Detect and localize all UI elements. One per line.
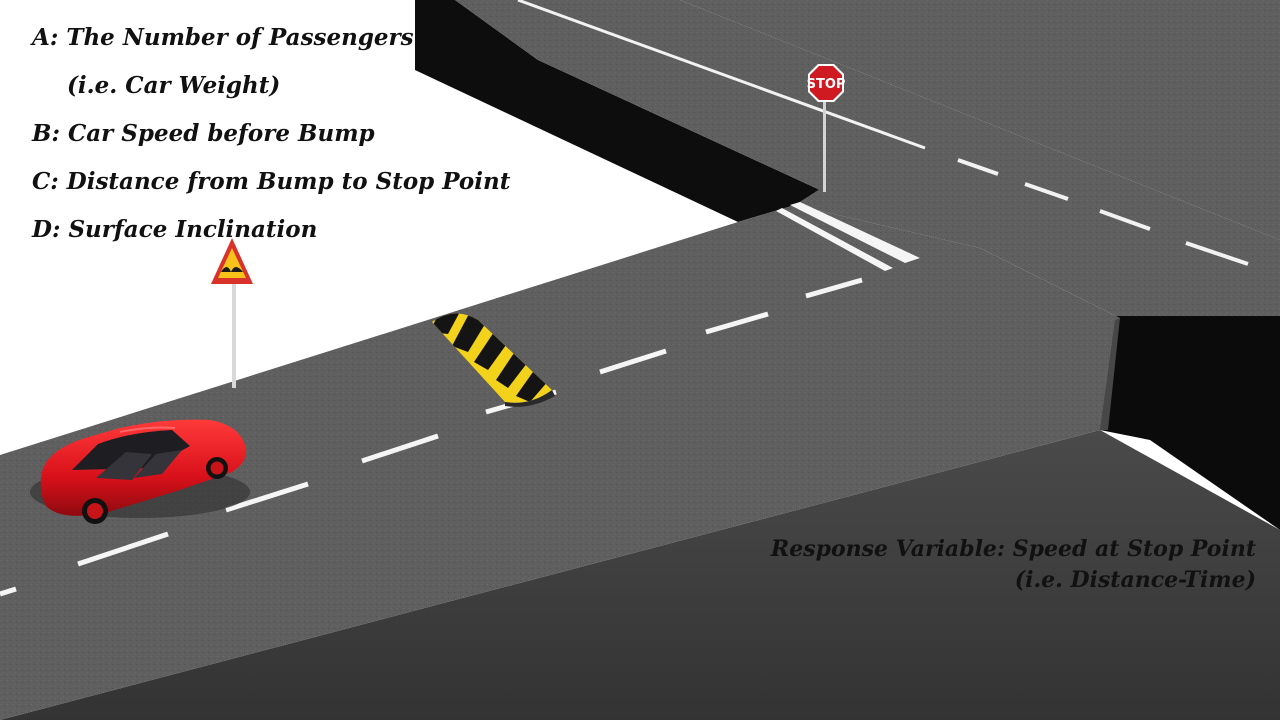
main-road-front-face [0, 430, 1280, 720]
main-road-surface [0, 205, 1120, 720]
factor-a-detail: (i.e. Car Weight) [67, 72, 281, 99]
right-road-surface [680, 0, 1280, 240]
top-road-dashed-line [957, 158, 1249, 266]
red-car-icon [30, 419, 250, 524]
top-road-solid-line [517, 0, 926, 150]
stop-line-markings [776, 202, 920, 271]
main-road-dashed-line [0, 277, 863, 597]
response-variable: Response Variable: Speed at Stop Point (… [771, 534, 1256, 596]
stop-sign-icon: STOP [807, 64, 846, 192]
top-road-side-walls [415, 0, 840, 222]
factor-list: A: The Number of Passengers (i.e. Car We… [32, 14, 510, 254]
right-road-side-wall [1100, 316, 1280, 530]
main-road-edge [1100, 318, 1120, 430]
factor-a-label: A: The Number of Passengers [32, 24, 414, 51]
factor-c-label: C: Distance from Bump to Stop Point [32, 168, 511, 195]
stop-sign-text: STOP [807, 77, 846, 92]
response-variable-label: Response Variable: Speed at Stop Point [770, 536, 1256, 562]
factor-b-label: B: Car Speed before Bump [32, 120, 375, 147]
response-variable-detail: (i.e. Distance-Time) [1014, 567, 1256, 593]
factor-d-label: D: Surface Inclination [32, 216, 318, 243]
bump-warning-sign-icon [211, 238, 253, 388]
top-road-surface [455, 0, 1280, 318]
